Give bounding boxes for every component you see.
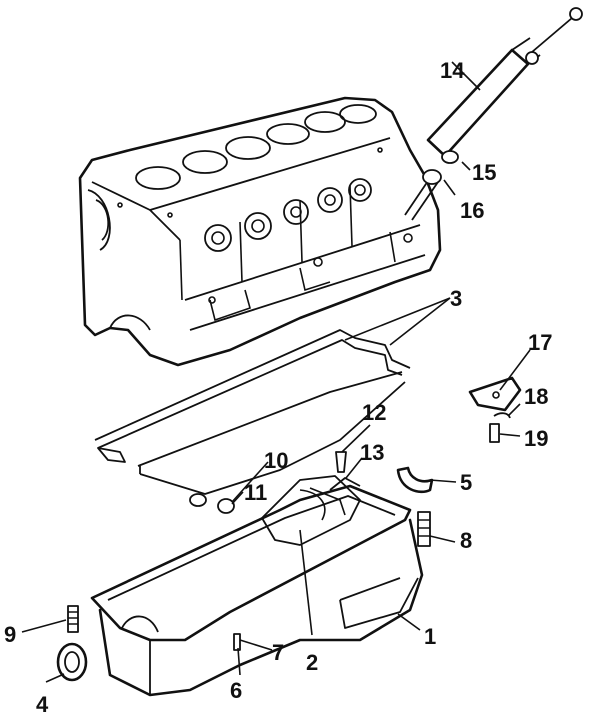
label-5: 5 [460,470,472,495]
drain-bolt [233,633,241,651]
label-3: 3 [450,286,462,311]
label-7: 7 [272,640,284,665]
rear-main-seal [56,642,88,682]
drain-plug [217,498,235,514]
label-4: 4 [36,692,49,717]
dipstick-tube-seal [422,169,442,185]
dipstick-ring [441,150,459,164]
label-14: 14 [440,58,465,83]
bearing-shell [396,466,434,494]
label-8: 8 [460,528,472,553]
pan-stud [417,511,431,547]
pickup-bolt [335,451,347,473]
spring [493,412,511,419]
cover-bolt [489,423,500,443]
label-17: 17 [528,330,552,355]
label-16: 16 [460,198,484,223]
timing-cover-plate [468,376,522,412]
engine-block [78,96,442,367]
label-1: 1 [424,624,436,649]
pickup-clip [329,477,361,491]
label-9: 9 [4,622,16,647]
label-12: 12 [362,400,386,425]
label-6: 6 [230,678,242,703]
label-15: 15 [472,160,496,185]
plug-washer [189,493,207,507]
dipstick-tube [404,7,583,221]
label-19: 19 [524,426,548,451]
pan-bolt [67,605,79,633]
label-13: 13 [360,440,384,465]
label-11: 11 [244,480,267,505]
label-2: 2 [306,650,318,675]
oil-pan-gaskets [94,329,411,495]
oil-pan [90,475,424,697]
label-18: 18 [524,384,548,409]
label-10: 10 [264,448,288,473]
leader-lines [21,61,531,683]
